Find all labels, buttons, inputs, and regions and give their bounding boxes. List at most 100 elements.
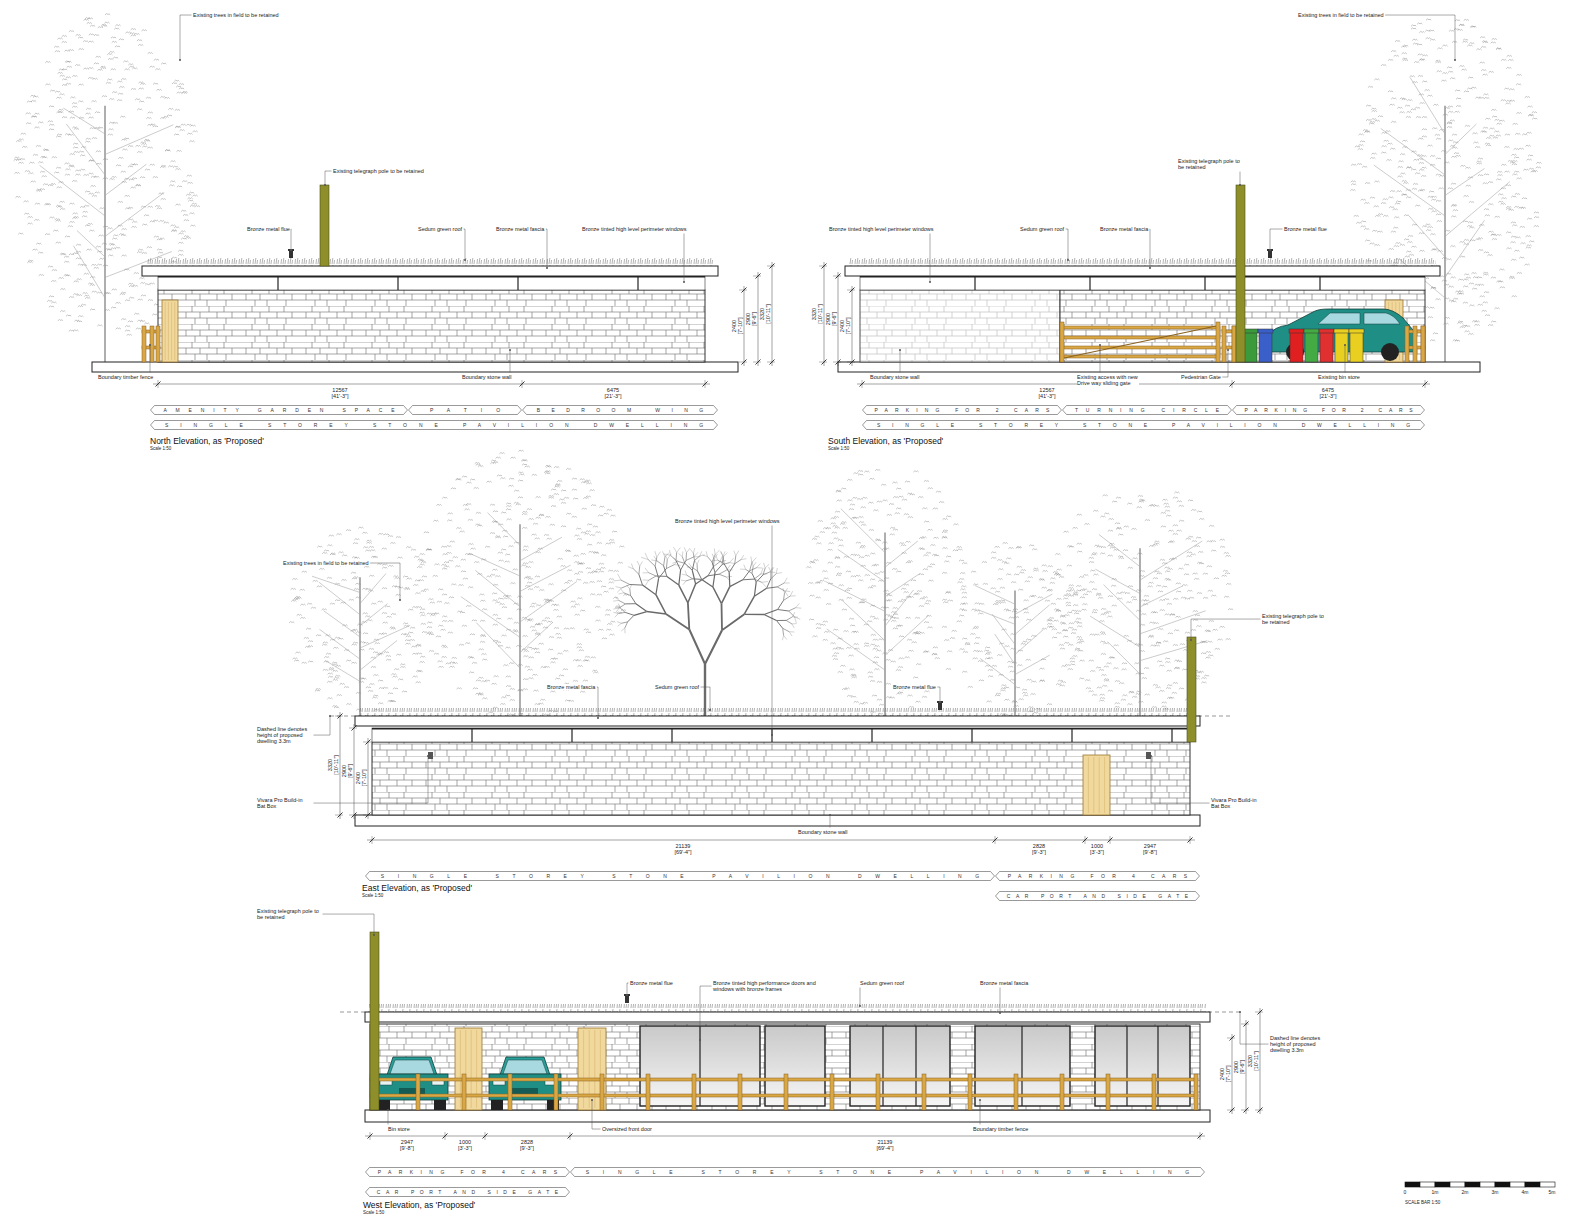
tree-branch [1015, 594, 1052, 614]
leader-line [1151, 756, 1210, 803]
fence-post [416, 1074, 420, 1110]
leader-dot [1149, 267, 1151, 269]
band-chevron [366, 872, 995, 881]
tree-branch [319, 582, 360, 615]
tree-branch [105, 164, 146, 195]
bin-lid [1334, 329, 1349, 333]
dimension-label: 2900 [9'-6"] [825, 312, 837, 326]
dimension-label: 2900 [9'-6"] [745, 312, 757, 326]
dimension-extension [1227, 1038, 1235, 1039]
wheelie-bin [1244, 332, 1257, 362]
scale-bar-number: 5m [1549, 1190, 1556, 1196]
tree-branch [1409, 216, 1445, 257]
door-boarding [168, 302, 169, 360]
elevation-title: South Elevation, as 'Proposed' [828, 437, 943, 446]
band-text: PATIO [430, 405, 514, 415]
annotation-label: Existing trees in field to be retained [193, 12, 279, 18]
dimension-label: 2828 [9'-3"] [1032, 843, 1046, 855]
leader-line [1149, 229, 1150, 268]
scale-bar-segment [1435, 1182, 1450, 1187]
dimension-line [367, 840, 1195, 841]
bare-tree-branches [613, 547, 801, 640]
scale-bar-number: 2m [1462, 1190, 1469, 1196]
leader-line [314, 756, 429, 803]
dimension-label: 2900 [9'-6"] [1233, 1060, 1245, 1074]
roof-fascia [142, 266, 718, 276]
zone-band: SINGLE STOREY STONE PAVILION DWELLING [570, 1167, 1205, 1177]
leader-dot [1239, 184, 1241, 186]
leader-line [370, 563, 400, 600]
leader-line [1270, 229, 1283, 250]
high-level-windows [158, 276, 705, 290]
scale-bar-segment [1450, 1182, 1465, 1187]
annotation-label: Boundary stone wall [870, 374, 920, 380]
leader-dot [1454, 59, 1456, 61]
leader-dot [929, 281, 931, 283]
leader-line [1240, 172, 1241, 185]
leader-dot [290, 249, 292, 251]
annotation-label: Bronze tinted high level perimeter windo… [675, 518, 780, 524]
fence-post [692, 1074, 696, 1110]
annotation-label: Pedestrian Gate [1181, 374, 1221, 380]
tree-trunk [884, 532, 886, 716]
scale-label: Scale 1:50 [362, 894, 383, 899]
tree-branch [1140, 641, 1207, 661]
leader-dot [509, 349, 511, 351]
leader-line [830, 815, 831, 828]
zone-band: PARKING FOR 2 CARS [862, 405, 1062, 415]
metal-flue [938, 702, 942, 710]
bare-tree-branches [625, 560, 788, 628]
tree-branch [73, 246, 105, 298]
dimension-extension [363, 742, 371, 743]
dimension-line [857, 384, 1430, 385]
tree-branch [1140, 541, 1202, 580]
window-mullion [1089, 276, 1090, 290]
annotation-label: Existing bin store [1318, 374, 1360, 380]
scale-label: Scale 1:50 [363, 1211, 384, 1216]
flue-cap [1267, 249, 1273, 251]
leader-line [1240, 1012, 1269, 1044]
tree-branch [1095, 569, 1140, 593]
tree-foliage [952, 542, 1085, 716]
scale-label: Scale 1:50 [828, 447, 849, 452]
band-chevron [996, 872, 1200, 881]
tree-branch [978, 610, 1015, 625]
band-chevron [151, 421, 718, 430]
leader-dot [1067, 259, 1069, 261]
annotation-label: Bronze metal flue [247, 226, 290, 232]
dimension-label: 3320 [10'-11"] [759, 304, 771, 324]
tree-branch [1445, 182, 1510, 237]
dimension-label: 1000 [3'-3"] [458, 1139, 472, 1151]
leader-dot [829, 814, 831, 816]
dimension-label: 21139 [69'-4"] [876, 1139, 893, 1151]
leader-dot [1227, 349, 1229, 351]
leader-dot [1150, 755, 1152, 757]
dimension-label: 2400 [7'-10"] [355, 769, 367, 786]
high-level-windows [860, 276, 1425, 290]
dimension-extension [1232, 380, 1233, 388]
annotation-label: Dashed line denotes height of proposed d… [1270, 1035, 1330, 1053]
dimension-extension [485, 1132, 486, 1140]
dimension-extension [1241, 1024, 1249, 1025]
roof-fascia [845, 266, 1440, 276]
tree-branch [1445, 124, 1476, 154]
stone-wall [860, 290, 1060, 362]
leader-dot [597, 717, 599, 719]
telegraph-pole [320, 185, 329, 266]
sedum-roof [146, 258, 714, 266]
leader-line [464, 229, 465, 260]
leader-dot [1344, 344, 1346, 346]
dimension-extension [335, 716, 343, 717]
fence-post [142, 326, 146, 362]
annotation-label: Bronze tinted high performance doors and… [713, 980, 825, 992]
dimension-extension [1085, 836, 1086, 844]
dimension-extension [335, 815, 343, 816]
window-mullion [277, 276, 278, 290]
dimension-extension [370, 1132, 371, 1140]
dimension-extension [522, 380, 523, 388]
band-text: CAR PORT AND SIDE GATE [1007, 891, 1194, 901]
dimension-label: 21139 [69'-4"] [674, 843, 691, 855]
window-mullion [637, 276, 638, 290]
fence-post [1413, 326, 1417, 362]
